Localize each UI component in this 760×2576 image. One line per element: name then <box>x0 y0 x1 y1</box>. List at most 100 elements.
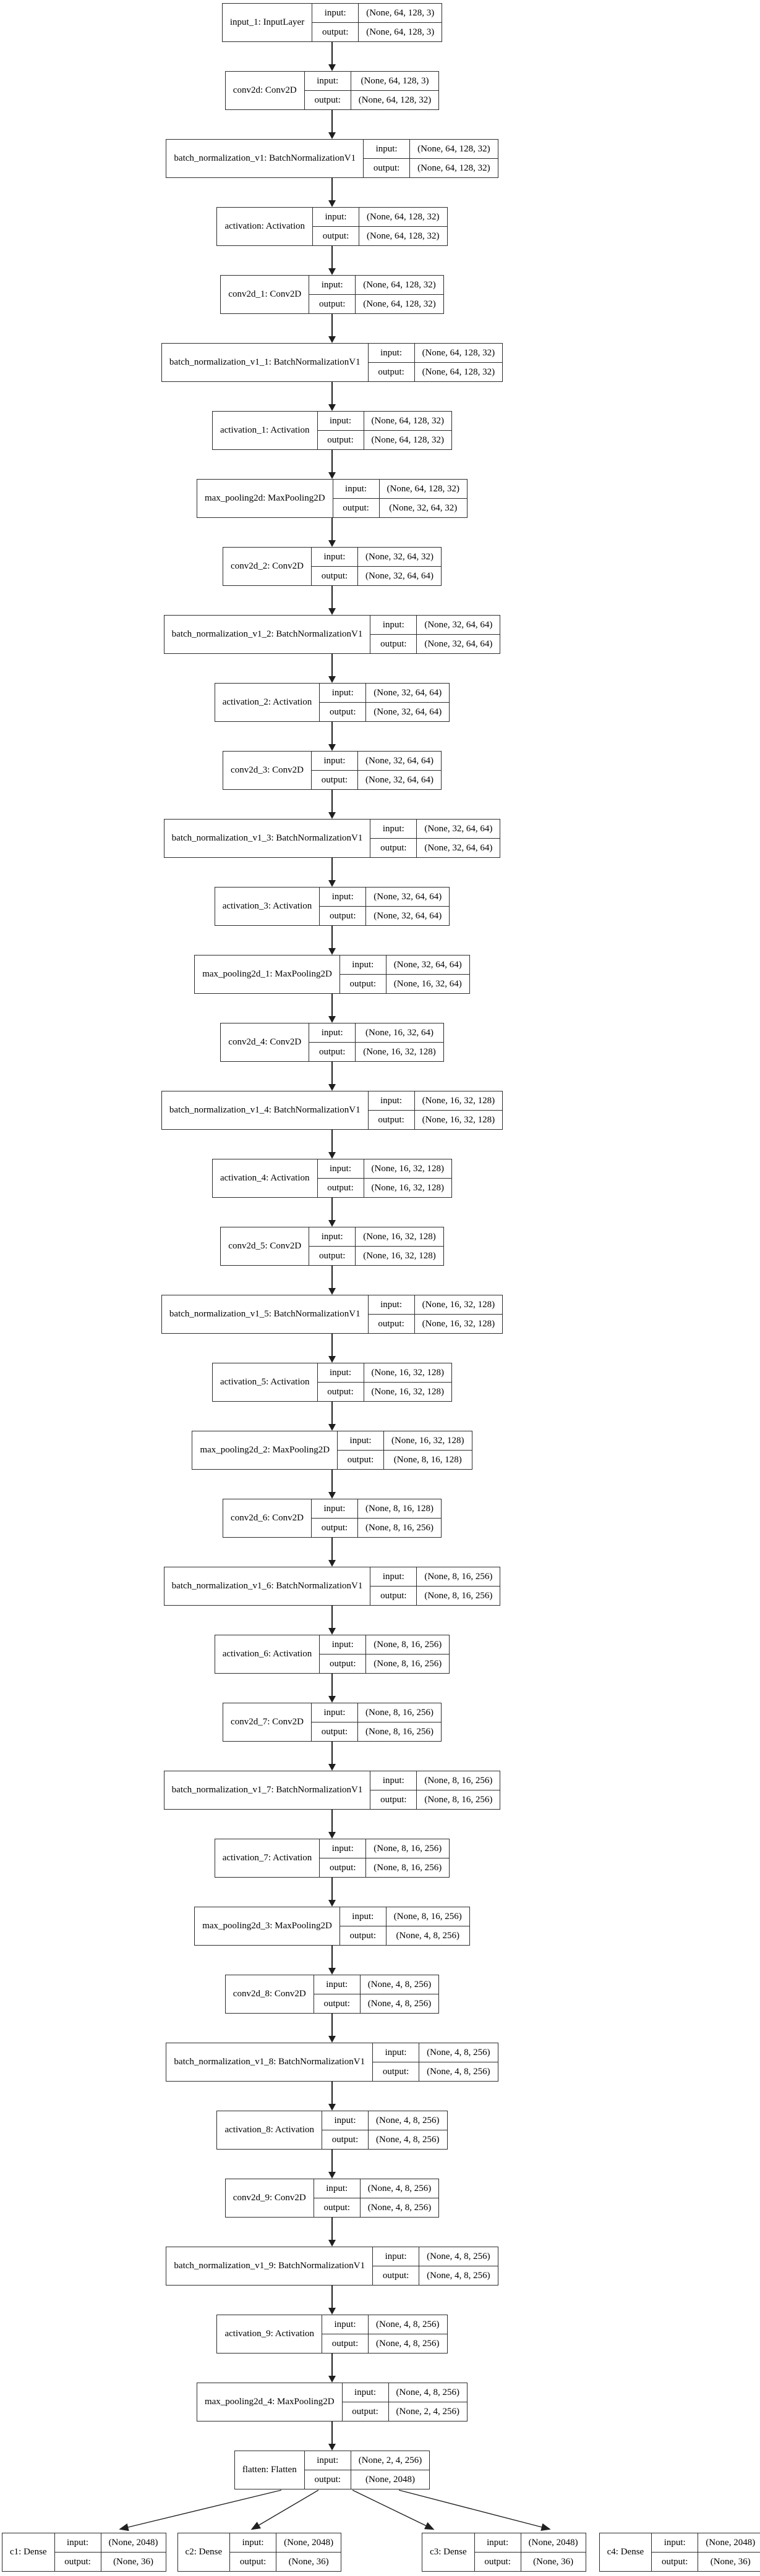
flow-arrow-icon <box>328 586 336 615</box>
flow-arrow-icon <box>328 518 336 547</box>
layer-name: batch_normalization_v1_2: BatchNormaliza… <box>164 616 371 653</box>
io-table: input: (None, 2048) output: (None, 36) <box>54 2533 166 2571</box>
layer-node: activation_4: Activation input: (None, 1… <box>211 1159 453 1198</box>
output-row: output: (None, 32, 64, 32) <box>333 498 468 517</box>
layer-node: batch_normalization_v1_4: BatchNormaliza… <box>161 1091 503 1130</box>
layer-name: input_1: InputLayer <box>223 4 313 41</box>
input-label: input: <box>370 820 417 838</box>
output-row: output: (None, 16, 32, 128) <box>309 1042 443 1061</box>
layer-node: conv2d_9: Conv2D input: (None, 4, 8, 256… <box>224 2179 440 2218</box>
input-shape: (None, 4, 8, 256) <box>376 2115 440 2125</box>
layer-name: max_pooling2d_4: MaxPooling2D <box>197 2383 343 2421</box>
layer-node: activation_9: Activation input: (None, 4… <box>216 2315 448 2354</box>
input-row: input: (None, 64, 128, 3) <box>305 72 438 90</box>
layer-node: batch_normalization_v1_6: BatchNormaliza… <box>163 1567 501 1606</box>
input-row: input: (None, 4, 8, 256) <box>373 2043 497 2062</box>
output-row: output: (None, 2048) <box>304 2470 430 2489</box>
layer-node: max_pooling2d_3: MaxPooling2D input: (No… <box>194 1907 470 1946</box>
layer-node: activation_6: Activation input: (None, 8… <box>214 1635 450 1674</box>
layer-node: conv2d_2: Conv2D input: (None, 32, 64, 3… <box>223 547 442 586</box>
output-label: output: <box>340 975 386 993</box>
io-table: input: (None, 64, 128, 32) output: (None… <box>333 480 468 517</box>
flow-arrow-icon <box>328 382 336 411</box>
output-shape: (None, 16, 32, 128) <box>422 1318 495 1329</box>
input-shape: (None, 64, 128, 3) <box>361 75 429 86</box>
input-shape: (None, 64, 128, 32) <box>422 347 495 358</box>
layer-name: c3: Dense <box>422 2533 475 2571</box>
output-row: output: (None, 36) <box>54 2552 166 2571</box>
output-label: output: <box>318 1383 364 1401</box>
output-row: output: (None, 32, 64, 64) <box>311 566 441 585</box>
input-row: input: (None, 64, 128, 32) <box>309 276 443 294</box>
layer-node: c4: Dense input: (None, 2048) output: (N… <box>599 2533 760 2572</box>
output-row: output: (None, 32, 64, 64) <box>370 634 500 653</box>
input-label: input: <box>314 1975 361 1994</box>
layer-name: activation_4: Activation <box>213 1159 318 1197</box>
input-label: input: <box>338 1431 385 1450</box>
flow-arrow-icon <box>328 994 336 1023</box>
input-label: input: <box>343 2383 389 2402</box>
layer-node: batch_normalization_v1_5: BatchNormaliza… <box>161 1295 503 1334</box>
input-shape: (None, 2, 4, 256) <box>358 2455 422 2465</box>
output-label: output: <box>370 1587 417 1605</box>
output-label: output: <box>320 1654 367 1673</box>
layer-name: conv2d_2: Conv2D <box>223 548 312 585</box>
flow-arrow-icon <box>328 42 336 71</box>
layer-name: batch_normalization_v1_6: BatchNormaliza… <box>164 1567 371 1605</box>
input-shape: (None, 16, 32, 128) <box>391 1435 464 1446</box>
output-shape: (None, 4, 8, 256) <box>427 2066 490 2077</box>
input-row: input: (None, 32, 64, 32) <box>312 548 441 566</box>
io-table: input: (None, 64, 128, 32) output: (None… <box>368 344 503 381</box>
output-shape: (None, 8, 16, 256) <box>365 1522 433 1533</box>
output-label: output: <box>309 1247 356 1265</box>
input-row: input: (None, 4, 8, 256) <box>373 2247 497 2266</box>
output-shape: (None, 16, 32, 128) <box>422 1114 495 1125</box>
layer-node: conv2d_7: Conv2D input: (None, 8, 16, 25… <box>223 1703 442 1742</box>
output-label: output: <box>333 499 380 517</box>
io-table: input: (None, 64, 128, 32) output: (None… <box>313 208 447 245</box>
output-shape: (None, 64, 128, 32) <box>367 231 440 241</box>
output-label: output: <box>320 703 367 721</box>
input-label: input: <box>322 2111 369 2130</box>
flow-arrow-icon <box>328 790 336 819</box>
input-row: input: (None, 32, 64, 64) <box>340 955 469 974</box>
flow-arrow-icon <box>328 2014 336 2043</box>
layer-node: activation_8: Activation input: (None, 4… <box>216 2111 448 2150</box>
io-table: input: (None, 2048) output: (None, 36) <box>474 2533 586 2571</box>
output-label: output: <box>314 1994 361 2013</box>
io-table: input: (None, 64, 128, 32) output: (None… <box>309 276 443 313</box>
flow-arrow-icon <box>328 2150 336 2179</box>
layer-name: batch_normalization_v1_3: BatchNormaliza… <box>164 820 371 857</box>
layer-name: activation: Activation <box>217 208 314 245</box>
output-row: output: (None, 64, 128, 32) <box>313 226 447 245</box>
output-label: output: <box>55 2553 101 2571</box>
output-label: output: <box>322 2130 369 2149</box>
output-label: output: <box>312 771 358 789</box>
layer-node: activation_3: Activation input: (None, 3… <box>214 887 450 926</box>
io-table: input: (None, 16, 32, 128) output: (None… <box>368 1091 503 1129</box>
input-shape: (None, 16, 32, 128) <box>371 1367 445 1378</box>
io-table: input: (None, 2048) output: (None, 36) <box>230 2533 341 2571</box>
layer-node: activation: Activation input: (None, 64,… <box>216 207 448 246</box>
output-row: output: (None, 16, 32, 128) <box>309 1246 443 1265</box>
input-shape: (None, 32, 64, 64) <box>424 823 493 834</box>
output-shape: (None, 2048) <box>365 2474 415 2485</box>
layer-name: activation_9: Activation <box>217 2315 323 2353</box>
output-row: output: (None, 8, 16, 256) <box>311 1722 441 1741</box>
input-row: input: (None, 2048) <box>475 2533 586 2552</box>
flow-arrow-icon <box>328 2421 336 2451</box>
layer-node: batch_normalization_v1_2: BatchNormaliza… <box>163 615 501 654</box>
output-label: output: <box>305 2470 351 2489</box>
input-label: input: <box>313 208 360 226</box>
io-table: input: (None, 4, 8, 256) output: (None, … <box>314 2179 439 2217</box>
flow-arrow-icon <box>328 2218 336 2247</box>
layer-node: batch_normalization_v1_7: BatchNormaliza… <box>163 1771 501 1810</box>
output-label: output: <box>312 23 359 41</box>
io-table: input: (None, 32, 64, 64) output: (None,… <box>370 616 500 653</box>
output-label: output: <box>312 1722 358 1741</box>
input-row: input: (None, 16, 32, 128) <box>309 1227 443 1246</box>
input-shape: (None, 32, 64, 64) <box>374 891 442 902</box>
output-shape: (None, 32, 64, 32) <box>389 502 458 513</box>
io-table: input: (None, 32, 64, 32) output: (None,… <box>311 548 441 585</box>
input-shape: (None, 64, 128, 32) <box>417 143 490 154</box>
